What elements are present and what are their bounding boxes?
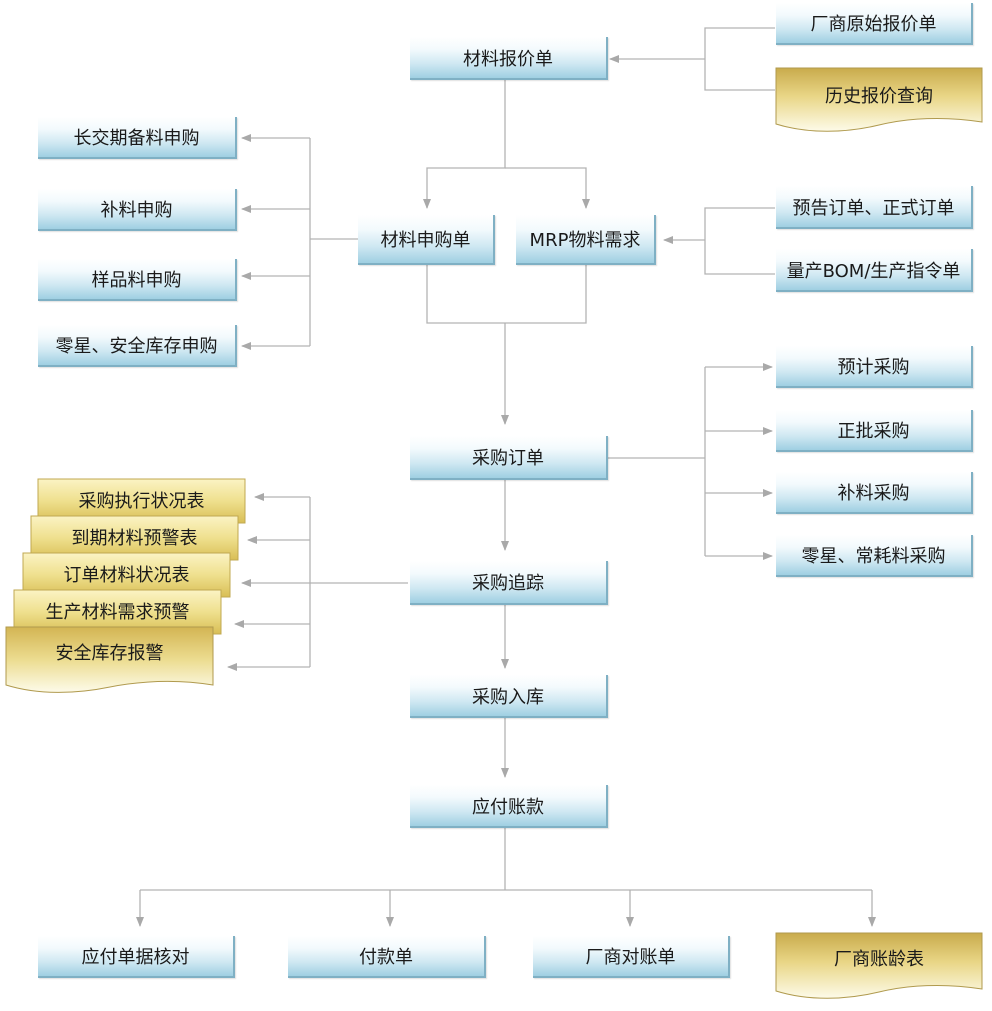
misc-safety-stock-requisition-node: 零星、安全库存申购: [38, 325, 237, 367]
material-requisition-node: 材料申购单: [358, 215, 495, 265]
payable-document-check-label: 应付单据核对: [81, 947, 190, 968]
wavy-document-shape: [775, 932, 983, 999]
mrp-requirement-label: MRP物料需求: [529, 230, 641, 251]
wavy-document-shape: [775, 67, 983, 132]
purchase-tracking-label: 采购追踪: [472, 573, 544, 594]
history-quote-query-doc: 历史报价查询: [775, 67, 983, 134]
approved-purchase-label: 正批采购: [837, 421, 910, 442]
replenish-requisition-label: 补料申购: [100, 200, 173, 221]
misc-consumable-purchase-node: 零星、常耗料采购: [776, 535, 973, 577]
accounts-payable-node: 应付账款: [410, 785, 608, 828]
replenish-purchase-label: 补料采购: [837, 483, 910, 504]
forecast-formal-orders-node: 预告订单、正式订单: [776, 186, 973, 229]
accounts-payable-label: 应付账款: [472, 796, 544, 818]
sample-requisition-label: 样品料申购: [91, 270, 182, 291]
estimated-purchase-label: 预计采购: [837, 357, 910, 378]
vendor-original-quote-label: 厂商原始报价单: [810, 14, 937, 35]
misc-consumable-purchase-label: 零星、常耗料采购: [801, 546, 946, 567]
material-quote-label: 材料报价单: [463, 48, 553, 70]
material-requisition-label: 材料申购单: [380, 230, 471, 251]
history-quote-query-label: 历史报价查询: [825, 86, 933, 107]
wavy-document-shape: [5, 626, 214, 693]
purchase-tracking-node: 采购追踪: [410, 561, 608, 605]
payment-voucher-label: 付款单: [359, 947, 413, 968]
report-label-5: 安全库存报警: [55, 643, 164, 664]
bom-production-order-node: 量产BOM/生产指令单: [776, 249, 973, 292]
replenish-purchase-node: 补料采购: [776, 472, 973, 514]
approved-purchase-node: 正批采购: [776, 410, 973, 452]
forecast-formal-orders-label: 预告订单、正式订单: [792, 197, 955, 219]
report-label-2: 到期材料预警表: [71, 528, 198, 549]
purchase-order-node: 采购订单: [410, 436, 608, 480]
long-lead-requisition-node: 长交期备料申购: [38, 117, 237, 159]
mrp-requirement-node: MRP物料需求: [516, 215, 656, 265]
long-lead-requisition-label: 长交期备料申购: [73, 128, 200, 149]
purchase-receiving-label: 采购入库: [472, 686, 544, 708]
payment-voucher-node: 付款单: [288, 936, 486, 978]
bom-production-order-label: 量产BOM/生产指令单: [786, 260, 961, 282]
estimated-purchase-node: 预计采购: [776, 346, 973, 388]
vendor-statement-node: 厂商对账单: [533, 936, 730, 978]
report-label-3: 订单材料状况表: [63, 565, 190, 586]
vendor-aging-report-label: 厂商账龄表: [834, 949, 924, 970]
vendor-statement-label: 厂商对账单: [585, 947, 676, 968]
purchase-receiving-node: 采购入库: [410, 675, 608, 718]
payable-document-check-node: 应付单据核对: [38, 936, 235, 978]
misc-safety-stock-requisition-label: 零星、安全库存申购: [55, 336, 218, 357]
replenish-requisition-node: 补料申购: [38, 189, 237, 231]
report-label-4: 生产材料需求预警: [45, 602, 190, 623]
vendor-aging-report-doc: 厂商账龄表: [775, 932, 983, 1001]
material-quote-node: 材料报价单: [410, 37, 608, 80]
purchase-order-label: 采购订单: [472, 448, 544, 469]
vendor-original-quote-node: 厂商原始报价单: [776, 3, 973, 45]
report-label-1: 采购执行状况表: [78, 491, 205, 512]
report-doc-5: 安全库存报警: [5, 626, 214, 695]
sample-requisition-node: 样品料申购: [38, 259, 237, 301]
